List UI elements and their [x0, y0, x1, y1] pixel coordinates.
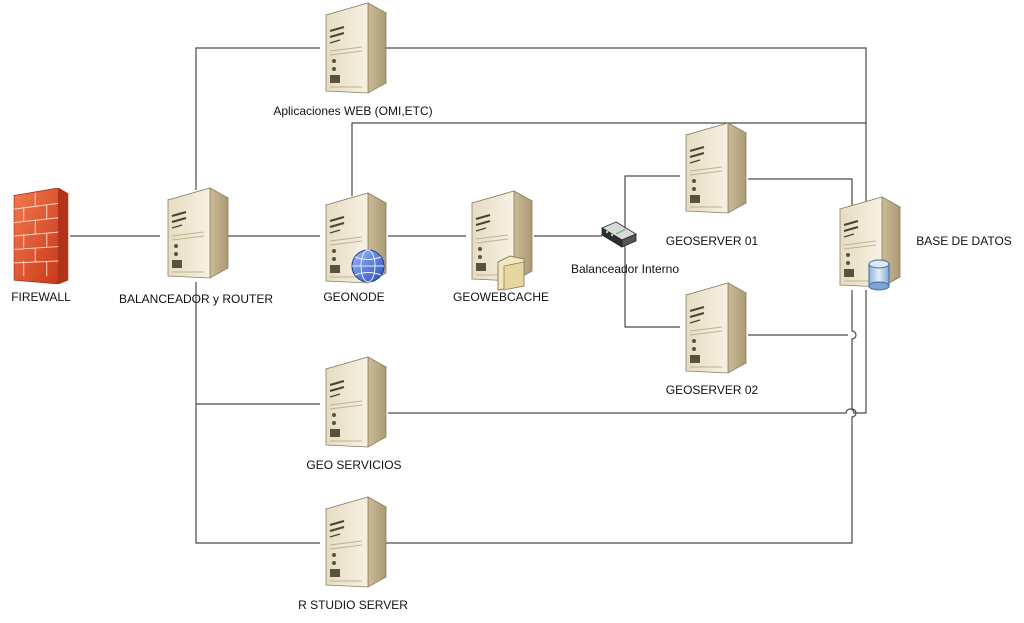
server-icon: [324, 356, 388, 449]
link-geonode-base-de-datos: [351, 122, 866, 196]
server-icon: [324, 496, 388, 589]
geoserver-02-label: GEOSERVER 02: [666, 383, 759, 397]
base-de-datos-node: BASE DE DATOS: [838, 196, 1012, 291]
geonode-node: GEONODE: [323, 192, 388, 304]
connections: [70, 47, 867, 544]
r-studio-server-node: R STUDIO SERVER: [298, 496, 408, 612]
geo-servicios-node: GEO SERVICIOS: [306, 356, 402, 472]
balanceador-router-node: BALANCEADOR y ROUTER: [119, 186, 273, 306]
link-geo-servicios-base-de-datos: [388, 290, 867, 414]
balanceador-interno-node: Balanceador Interno: [571, 221, 679, 276]
link-balanceador-r-studio: [195, 404, 320, 544]
link-aplicaciones-web-base-de-datos: [386, 47, 867, 202]
balanceador-interno-label: Balanceador Interno: [571, 262, 679, 276]
geoserver-01-label: GEOSERVER 01: [666, 234, 759, 248]
balanceador-router-label: BALANCEADOR y ROUTER: [119, 292, 273, 306]
link-balanceador-aplicaciones-web: [195, 47, 320, 190]
geoserver-02-node: GEOSERVER 02: [666, 282, 759, 397]
r-studio-server-label: R STUDIO SERVER: [298, 598, 408, 612]
link-r-studio-base-de-datos: [386, 290, 857, 544]
link-geoserver01-base-de-datos: [748, 178, 853, 226]
geowebcache-node: GEOWEBCACHE: [453, 190, 549, 304]
firewall-label: FIREWALL: [11, 290, 71, 304]
globe-icon: [351, 249, 385, 283]
geoserver-01-node: GEOSERVER 01: [666, 122, 759, 248]
geonode-label: GEONODE: [323, 290, 384, 304]
base-de-datos-label: BASE DE DATOS: [916, 234, 1012, 248]
database-icon: [868, 259, 890, 291]
server-icon: [324, 2, 388, 95]
server-icon: [166, 186, 230, 280]
folder-icon: [497, 255, 525, 291]
server-icon: [684, 122, 748, 215]
link-balanceador-interno-geoservers: [624, 175, 680, 328]
geowebcache-label: GEOWEBCACHE: [453, 290, 549, 304]
server-icon: [684, 282, 748, 375]
geo-servicios-label: GEO SERVICIOS: [306, 458, 401, 472]
aplicaciones-web-node: Aplicaciones WEB (OMI,ETC): [273, 2, 433, 118]
aplicaciones-web-label: Aplicaciones WEB (OMI,ETC): [273, 104, 432, 118]
switch-icon: [601, 221, 637, 248]
firewall-node: FIREWALL: [11, 188, 71, 304]
firewall-icon: [13, 188, 69, 284]
